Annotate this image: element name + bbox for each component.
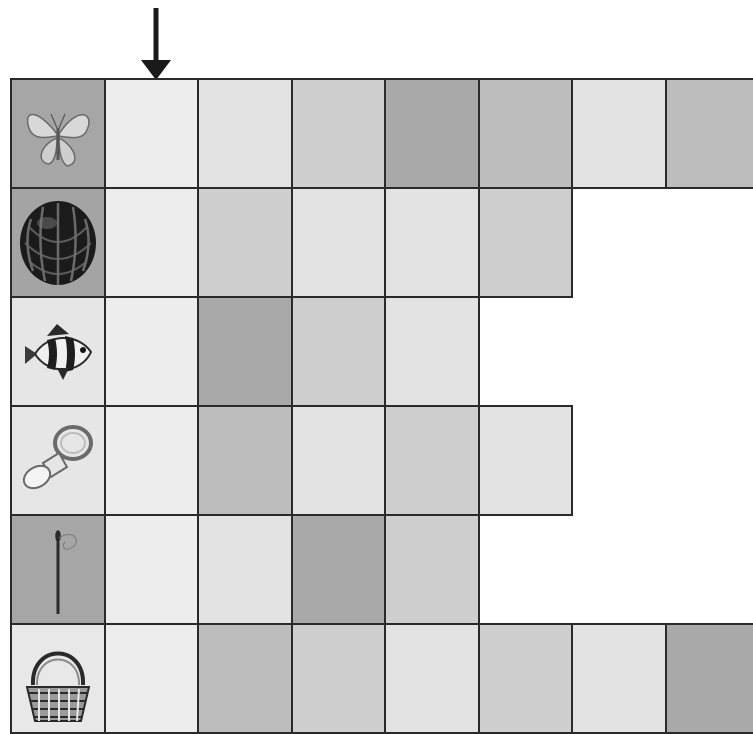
grid-cell[interactable] bbox=[384, 296, 480, 407]
grid-cell[interactable] bbox=[291, 296, 387, 407]
grid-cell[interactable] bbox=[104, 405, 200, 516]
grid-cell[interactable] bbox=[104, 187, 200, 298]
grid-cell[interactable] bbox=[665, 623, 753, 734]
grid-cell[interactable] bbox=[197, 405, 293, 516]
row-4-picture bbox=[10, 405, 106, 516]
grid-cell[interactable] bbox=[291, 405, 387, 516]
row-1-picture bbox=[10, 78, 106, 189]
grid-cell[interactable] bbox=[291, 187, 387, 298]
row-2-picture bbox=[10, 187, 106, 298]
row-6-picture bbox=[10, 623, 106, 734]
needle-icon bbox=[17, 524, 99, 616]
grid-cell[interactable] bbox=[478, 78, 574, 189]
grid-cell[interactable] bbox=[104, 296, 200, 407]
grid-cell[interactable] bbox=[478, 405, 574, 516]
grid-cell[interactable] bbox=[291, 514, 387, 625]
grid-cell[interactable] bbox=[197, 187, 293, 298]
grid-cell[interactable] bbox=[104, 78, 200, 189]
grid-cell[interactable] bbox=[571, 623, 667, 734]
grid-cell[interactable] bbox=[384, 623, 480, 734]
grid-cell[interactable] bbox=[197, 623, 293, 734]
grid-cell[interactable] bbox=[571, 78, 667, 189]
grid-cell[interactable] bbox=[478, 187, 574, 298]
grid-cell[interactable] bbox=[478, 623, 574, 734]
grid-cell[interactable] bbox=[384, 514, 480, 625]
grid-cell[interactable] bbox=[104, 514, 200, 625]
grid-cell[interactable] bbox=[291, 623, 387, 734]
grid-cell[interactable] bbox=[197, 78, 293, 189]
pacifier-icon bbox=[17, 415, 99, 507]
grid-cell[interactable] bbox=[197, 514, 293, 625]
row-3-picture bbox=[10, 296, 106, 407]
grid-cell[interactable] bbox=[665, 78, 753, 189]
basket-icon bbox=[17, 633, 99, 725]
grid-cell[interactable] bbox=[104, 623, 200, 734]
row-5-picture bbox=[10, 514, 106, 625]
grid-cell[interactable] bbox=[291, 78, 387, 189]
grid-cell[interactable] bbox=[384, 78, 480, 189]
grid-cell[interactable] bbox=[197, 296, 293, 407]
grid-cell[interactable] bbox=[384, 405, 480, 516]
butterfly-icon bbox=[17, 88, 99, 180]
fish-icon bbox=[17, 306, 99, 398]
watermelon-icon bbox=[17, 197, 99, 289]
grid-cell[interactable] bbox=[384, 187, 480, 298]
